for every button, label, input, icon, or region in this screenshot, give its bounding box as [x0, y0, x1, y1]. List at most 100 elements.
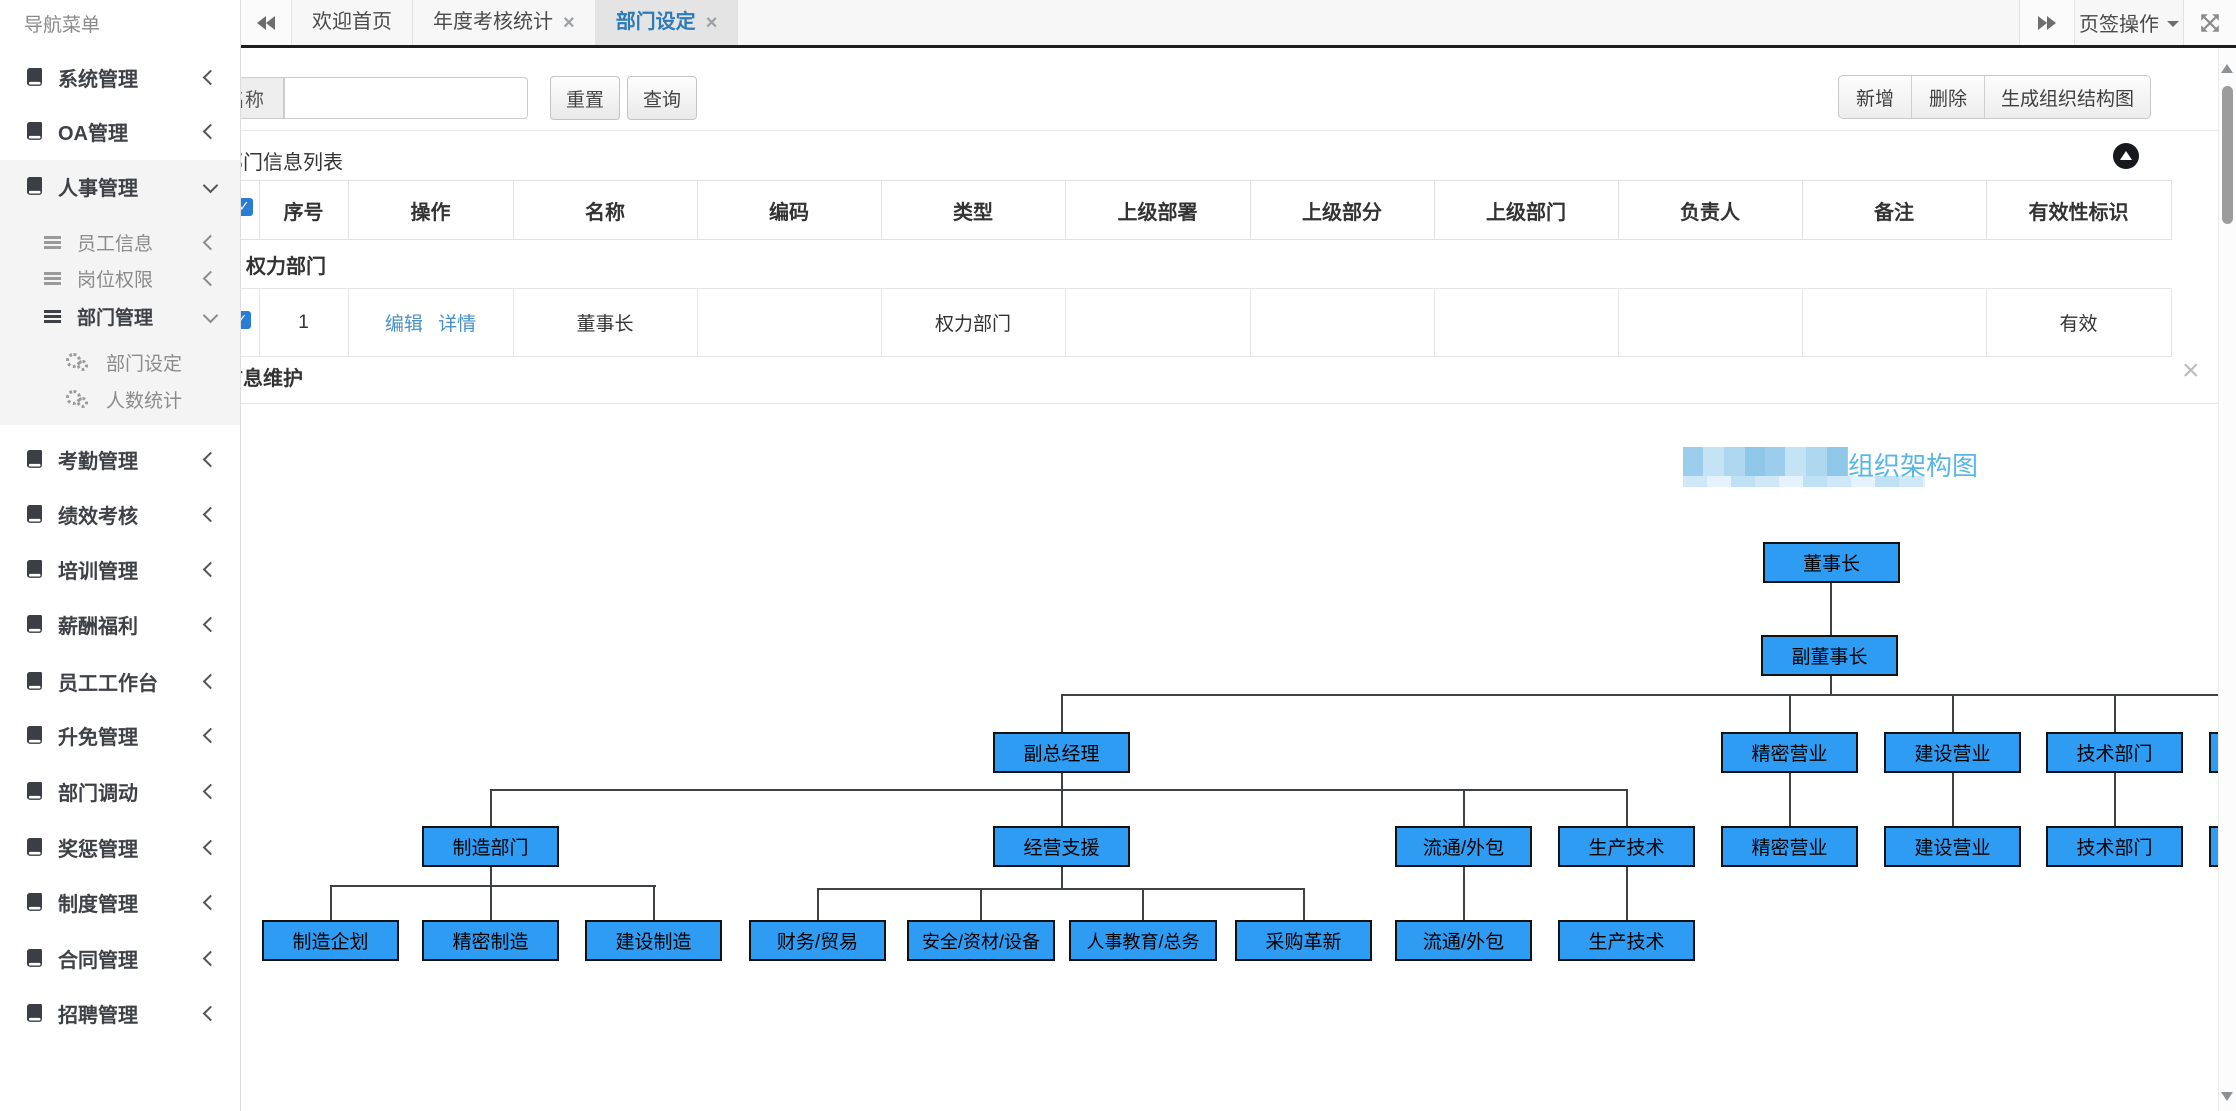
- org-connector-line: [1626, 789, 1628, 826]
- chevron-left-icon: [202, 616, 219, 632]
- sidebar-item-system[interactable]: 系统管理: [0, 62, 240, 92]
- sidebar-item-performance[interactable]: 绩效考核: [0, 499, 240, 529]
- sidebar-item-reward-punish[interactable]: 奖惩管理: [0, 832, 240, 862]
- tab-annual-assessment[interactable]: 年度考核统计: [413, 0, 596, 45]
- scroll-up-arrow[interactable]: [2221, 64, 2233, 73]
- arrow-up-icon: [2120, 150, 2132, 160]
- scroll-tabs-right-button[interactable]: [2019, 0, 2074, 45]
- column-header: 操作: [348, 180, 514, 240]
- org-node: 制造部门: [422, 826, 559, 867]
- sidebar-item-employee-info[interactable]: 员工信息: [0, 227, 240, 257]
- table-header-row: 序号 操作 名称 编码 类型 上级部署 上级部分 上级部门 负责人 备注 有效性…: [241, 180, 2172, 240]
- reset-button[interactable]: 重置: [550, 76, 620, 120]
- scroll-down-arrow[interactable]: [2221, 1092, 2233, 1101]
- column-header: 序号: [259, 180, 349, 240]
- org-connector-line: [490, 789, 492, 826]
- cell-sup-dept1: [1065, 288, 1251, 357]
- org-connector-line: [1789, 773, 1791, 826]
- cell-sup-dept2: [1250, 288, 1435, 357]
- column-header: 上级部分: [1250, 180, 1435, 240]
- cell-name: 董事长: [513, 288, 698, 357]
- column-header: 编码: [697, 180, 882, 240]
- chevron-left-icon: [202, 950, 219, 966]
- org-connector-line: [1830, 583, 1832, 635]
- search-button[interactable]: 查询: [627, 76, 697, 120]
- column-header: 上级部署: [1065, 180, 1251, 240]
- sidebar: 导航菜单 系统管理 OA管理 人事管理 员工信息 岗位权限 部门管理 部门设定 …: [0, 0, 241, 1111]
- tab-operations-dropdown[interactable]: 页签操作: [2074, 0, 2183, 45]
- add-button[interactable]: 新增: [1839, 76, 1912, 118]
- collapse-panel-button[interactable]: [2113, 143, 2139, 169]
- column-header: 名称: [513, 180, 698, 240]
- cell-code: [697, 288, 882, 357]
- delete-button[interactable]: 删除: [1912, 76, 1985, 118]
- scrollbar-thumb[interactable]: [2222, 86, 2233, 224]
- org-connector-line: [1061, 694, 2219, 696]
- select-all-checkbox[interactable]: [241, 198, 253, 216]
- org-connector-line: [1142, 888, 1144, 920]
- org-node: 技术部门: [2046, 732, 2183, 773]
- sidebar-item-department-setting[interactable]: 部门设定: [0, 347, 240, 377]
- content-area: 名称 重置 查询 新增 删除 生成组织结构图 部门信息列表 序号 操作: [241, 48, 2219, 1111]
- sidebar-item-workbench[interactable]: 员工工作台: [0, 666, 240, 696]
- org-node: 流通/外包: [1395, 920, 1532, 961]
- close-icon[interactable]: [2182, 356, 2200, 386]
- redacted-company-name-blur: [1683, 476, 1925, 487]
- chevron-left-icon: [202, 673, 219, 689]
- sidebar-item-department-mgmt[interactable]: 部门管理: [0, 301, 240, 331]
- scroll-tabs-left-button[interactable]: [241, 0, 292, 45]
- org-connector-line: [980, 888, 982, 920]
- sidebar-item-salary[interactable]: 薪酬福利: [0, 609, 240, 639]
- column-header: 有效性标识: [1986, 180, 2172, 240]
- chevron-left-icon: [202, 894, 219, 910]
- book-icon: [24, 837, 44, 857]
- section-divider: [241, 130, 2219, 131]
- cell-type: 权力部门: [881, 288, 1066, 357]
- menu-lines-icon: [44, 235, 61, 239]
- group-row: 权力部门: [241, 239, 2171, 289]
- org-node: 精密营业: [1721, 732, 1858, 773]
- row-checkbox[interactable]: [241, 310, 251, 329]
- tabbar-right-controls: 页签操作: [2019, 0, 2236, 45]
- sidebar-item-oa[interactable]: OA管理: [0, 116, 240, 146]
- sidebar-item-attendance[interactable]: 考勤管理: [0, 444, 240, 474]
- org-node: 精密制造: [422, 920, 559, 961]
- org-connector-line: [817, 888, 1305, 890]
- chevron-left-icon: [202, 1005, 219, 1021]
- org-connector-line: [490, 867, 492, 885]
- fullscreen-button[interactable]: [2183, 0, 2236, 45]
- sidebar-item-contract[interactable]: 合同管理: [0, 943, 240, 973]
- sidebar-title: 导航菜单: [24, 15, 101, 36]
- org-chart-title: 组织架构图: [1848, 451, 1979, 481]
- detail-link[interactable]: 详情: [438, 314, 477, 335]
- org-node: 安全/资材/设备: [907, 920, 1055, 961]
- name-filter-input[interactable]: [284, 77, 528, 119]
- edit-link[interactable]: 编辑: [384, 314, 423, 335]
- close-icon[interactable]: [706, 13, 718, 33]
- sidebar-item-hr[interactable]: 人事管理: [0, 171, 240, 201]
- scrollbar[interactable]: [2218, 48, 2236, 1111]
- cell-owner: [1618, 288, 1803, 357]
- sidebar-item-training[interactable]: 培训管理: [0, 554, 240, 584]
- chevron-left-icon: [202, 727, 219, 743]
- gears-icon: [66, 352, 90, 372]
- table-actions-group: 新增 删除 生成组织结构图: [1838, 75, 2151, 119]
- org-connector-line: [1061, 867, 1063, 888]
- sidebar-item-dept-transfer[interactable]: 部门调动: [0, 776, 240, 806]
- table-row[interactable]: 1 编辑 详情 董事长 权力部门 有效: [241, 288, 2172, 357]
- chevron-left-icon: [202, 561, 219, 577]
- org-connector-line: [330, 885, 656, 887]
- sidebar-item-recruitment[interactable]: 招聘管理: [0, 998, 240, 1028]
- generate-org-chart-button[interactable]: 生成组织结构图: [2000, 88, 2134, 110]
- org-node: 副董事长: [1761, 635, 1898, 676]
- close-icon[interactable]: [563, 13, 575, 33]
- book-icon: [24, 614, 44, 634]
- tab-department-setting[interactable]: 部门设定: [595, 0, 739, 45]
- sidebar-item-headcount-stats[interactable]: 人数统计: [0, 384, 240, 414]
- sidebar-item-post-permission[interactable]: 岗位权限: [0, 263, 240, 293]
- sidebar-item-regulation[interactable]: 制度管理: [0, 887, 240, 917]
- tab-welcome[interactable]: 欢迎首页: [292, 0, 413, 45]
- sidebar-item-promotion[interactable]: 升免管理: [0, 720, 240, 750]
- org-connector-line: [817, 888, 819, 920]
- name-filter-label: 名称: [241, 77, 284, 119]
